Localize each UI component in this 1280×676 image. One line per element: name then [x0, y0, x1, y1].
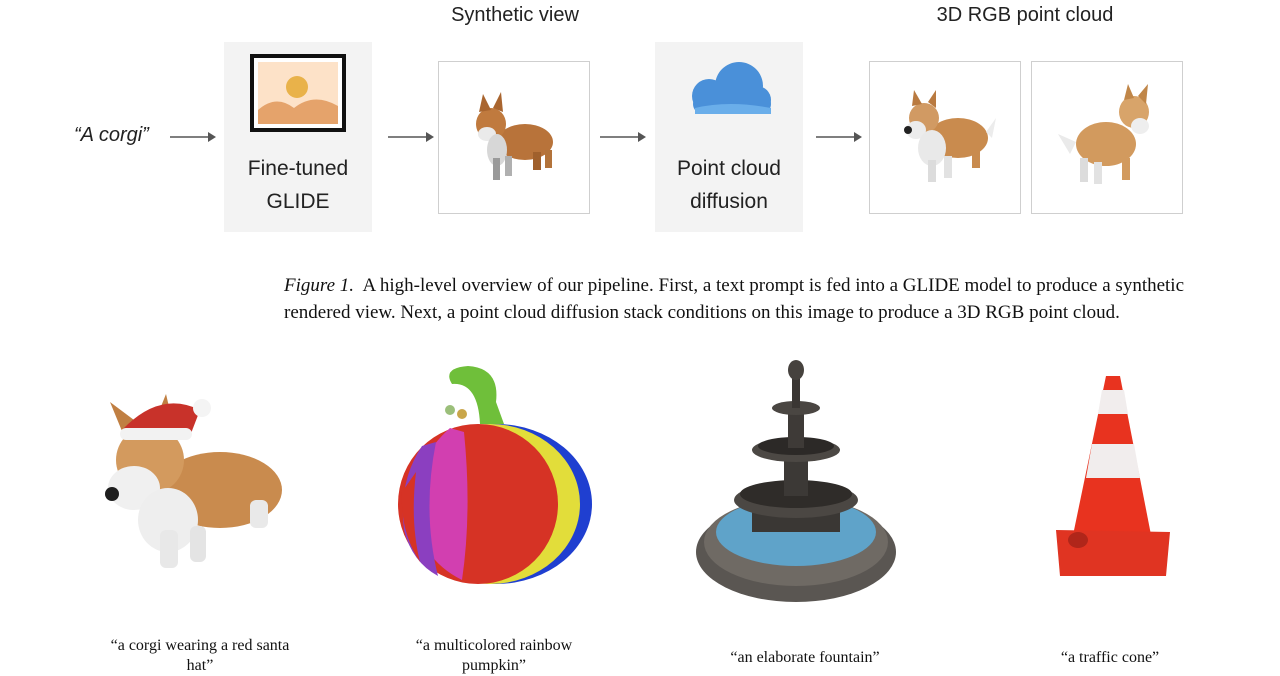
sample-caption-corgi: “a corgi wearing a red santa hat” [110, 637, 290, 674]
figure-caption-text: A high-level overview of our pipeline. F… [284, 275, 1185, 323]
glide-stage-box: Fine-tuned GLIDE [224, 42, 372, 232]
cloud-icon [692, 62, 771, 114]
image-icon [250, 54, 346, 132]
rainbow-pumpkin-point-cloud-image [398, 366, 592, 584]
figure-caption: Figure 1. A high-level overview of our p… [284, 272, 1244, 326]
sample-caption-traffic-cone: “a traffic cone” [1060, 649, 1160, 666]
santa-corgi-point-cloud-image [105, 394, 282, 568]
traffic-cone-point-cloud-image [1056, 376, 1170, 576]
glide-stage-title: Fine-tuned GLIDE [247, 157, 349, 213]
diffusion-stage-box: Point cloud diffusion [655, 42, 803, 232]
arrow-right-icon [816, 132, 862, 142]
figure-label: Figure 1. [284, 275, 355, 296]
corgi-point-cloud-back-image [1058, 84, 1149, 184]
text-prompt: “A corgi” [74, 124, 149, 146]
corgi-point-cloud-image [904, 90, 996, 182]
corgi-render-image [476, 92, 553, 180]
sample-caption-fountain: “an elaborate fountain” [730, 649, 880, 666]
synthetic-view-frame [438, 61, 590, 214]
synthetic-view-label: Synthetic view [451, 4, 579, 26]
point-cloud-frame-1 [869, 61, 1021, 214]
fountain-point-cloud-image [696, 360, 896, 602]
arrow-right-icon [170, 132, 216, 142]
sample-caption-pumpkin: “a multicolored rainbow pumpkin” [415, 637, 573, 674]
point-cloud-label: 3D RGB point cloud [936, 4, 1114, 26]
arrow-right-icon [600, 132, 646, 142]
point-cloud-frame-2 [1031, 61, 1183, 214]
diffusion-stage-title: Point cloud diffusion [677, 157, 781, 213]
arrow-right-icon [388, 132, 434, 142]
